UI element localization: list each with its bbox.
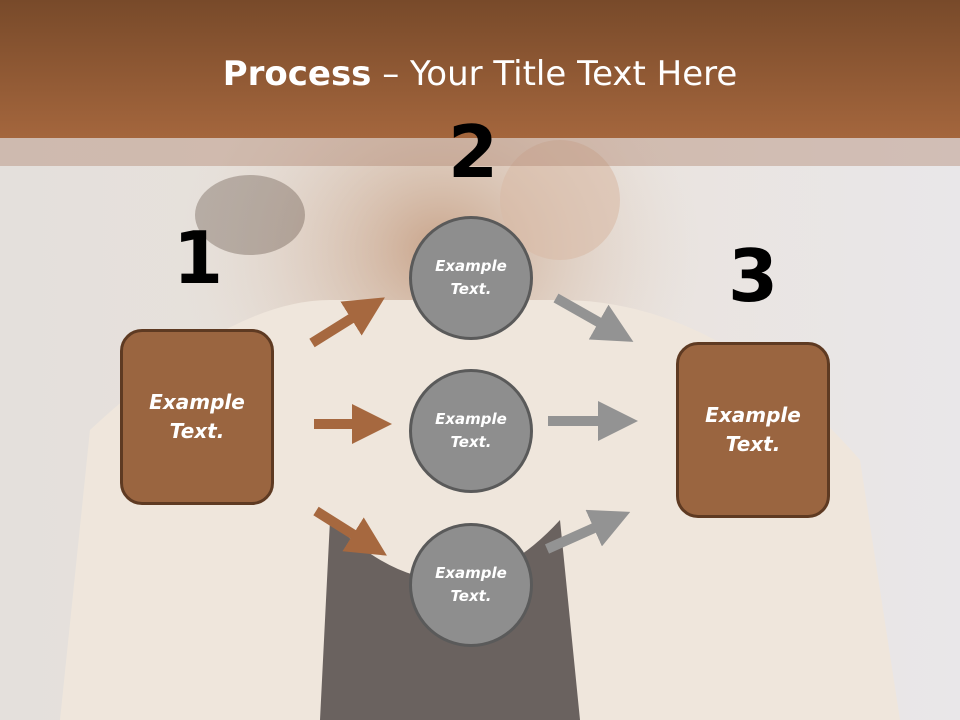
step-2-circle-middle: Example Text.: [409, 369, 533, 493]
step-2-circle-top: Example Text.: [409, 216, 533, 340]
slide-title: Process – Your Title Text Here: [0, 52, 960, 96]
step-2-circle-bottom: Example Text.: [409, 523, 533, 647]
arrow-1-to-bottom: [313, 506, 387, 556]
step-number-1: 1: [172, 216, 224, 300]
title-strip: [0, 138, 960, 166]
step-number-3: 3: [727, 234, 779, 318]
arrow-1-to-top: [309, 297, 385, 348]
step-number-2: 2: [447, 110, 499, 194]
arrow-bottom-to-3: [544, 509, 631, 554]
step-3-box: Example Text.: [676, 342, 830, 518]
title-rest: – Your Title Text Here: [371, 54, 738, 94]
title-band: [0, 0, 960, 138]
arrow-top-to-3: [553, 293, 634, 342]
title-bold: Process: [222, 54, 372, 94]
step-1-box: Example Text.: [120, 329, 274, 505]
